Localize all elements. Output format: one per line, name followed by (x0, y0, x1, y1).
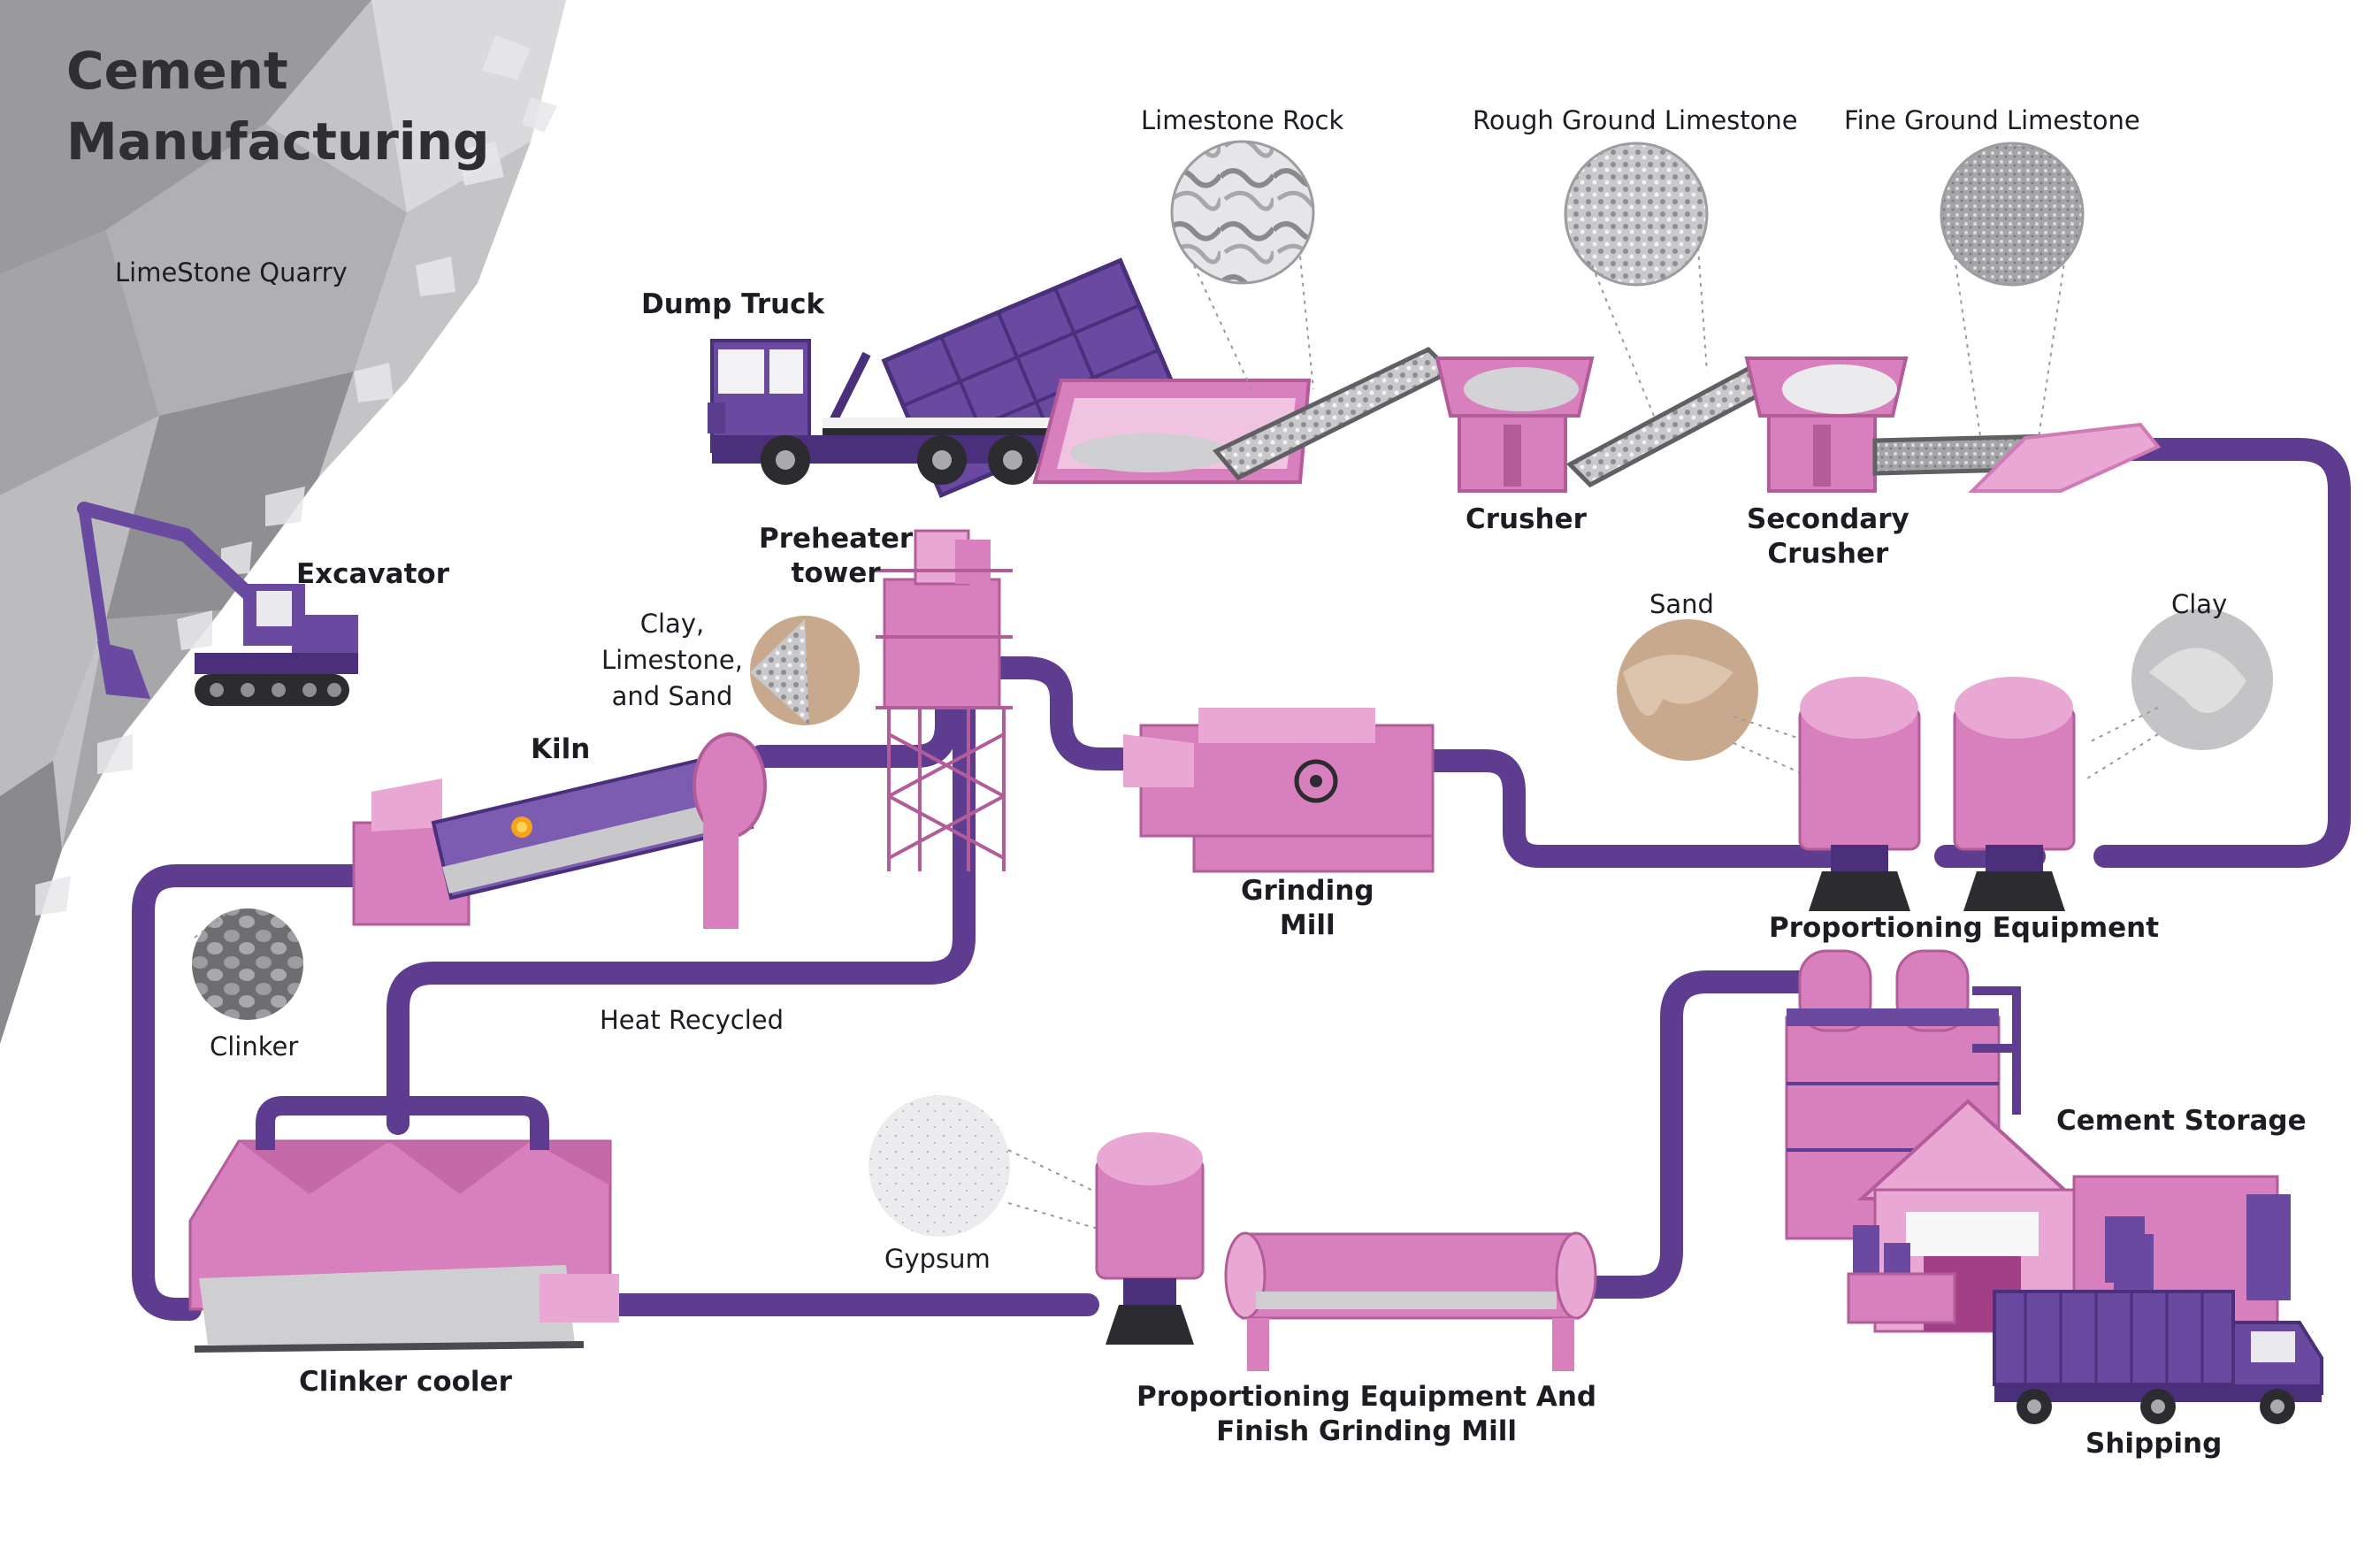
diagram-title: Cement Manufacturing (66, 35, 490, 177)
label-quarry: LimeStone Quarry (115, 257, 348, 288)
preheater-line-1: Preheater (759, 523, 914, 555)
grinding-mill-line-1: Grinding (1241, 875, 1374, 907)
crushing-line (1032, 346, 2162, 493)
cement-storage (1785, 949, 2291, 1333)
finish-mill-line-2: Finish Grinding Mill (1216, 1414, 1517, 1447)
secondary-crusher-line-1: Secondary (1747, 503, 1909, 535)
dump-truck (708, 257, 1181, 499)
label-clay: Clay (2171, 589, 2228, 619)
raw-mix-line-2: Limestone, (601, 645, 743, 676)
label-finish-grinding-mill: Proportioning Equipment And Finish Grind… (1136, 1380, 1596, 1449)
label-dump-truck: Dump Truck (641, 288, 825, 320)
proportioning-silos (1798, 677, 2076, 911)
clinker-cooler (188, 1096, 619, 1353)
label-clinker: Clinker (210, 1031, 299, 1062)
process-pipes (132, 438, 2351, 1321)
label-crusher: Crusher (1465, 503, 1587, 535)
raw-mix-line-3: and Sand (611, 681, 733, 712)
label-preheater-tower: Preheater tower (759, 522, 913, 591)
label-limestone-rock: Limestone Rock (1141, 105, 1344, 135)
label-raw-mix: Clay, Limestone, and Sand (601, 606, 743, 716)
label-clinker-cooler: Clinker cooler (299, 1366, 512, 1398)
quarry-rock-face (0, 0, 566, 1044)
label-gypsum: Gypsum (884, 1244, 991, 1274)
rotary-kiln (352, 732, 767, 929)
shipping-truck (1993, 1290, 2323, 1424)
label-shipping: Shipping (2085, 1428, 2223, 1460)
label-kiln: Kiln (531, 733, 591, 765)
label-cement-storage: Cement Storage (2056, 1105, 2307, 1137)
grinding-mill-line-2: Mill (1279, 908, 1335, 941)
finish-grinding-mill (1095, 1132, 1597, 1371)
excavator (77, 502, 358, 706)
material-samples (192, 140, 2273, 1237)
label-proportioning-equipment: Proportioning Equipment (1769, 912, 2160, 944)
label-fine-ground-limestone: Fine Ground Limestone (1844, 105, 2140, 135)
preheater-tower (876, 529, 1013, 871)
secondary-crusher-line-2: Crusher (1767, 537, 1889, 570)
raw-grinding-mill (1123, 708, 1435, 873)
label-rough-ground-limestone: Rough Ground Limestone (1473, 105, 1798, 135)
label-excavator: Excavator (296, 558, 449, 590)
title-line-1: Cement (66, 41, 288, 101)
label-heat-recycled: Heat Recycled (600, 1005, 784, 1035)
title-line-2: Manufacturing (66, 111, 490, 172)
label-secondary-crusher: Secondary Crusher (1747, 502, 1909, 571)
label-grinding-mill: Grinding Mill (1241, 874, 1374, 943)
label-sand: Sand (1649, 589, 1714, 619)
raw-mix-line-1: Clay, (639, 609, 705, 639)
preheater-line-2: tower (791, 556, 881, 589)
finish-mill-line-1: Proportioning Equipment And (1136, 1381, 1597, 1413)
